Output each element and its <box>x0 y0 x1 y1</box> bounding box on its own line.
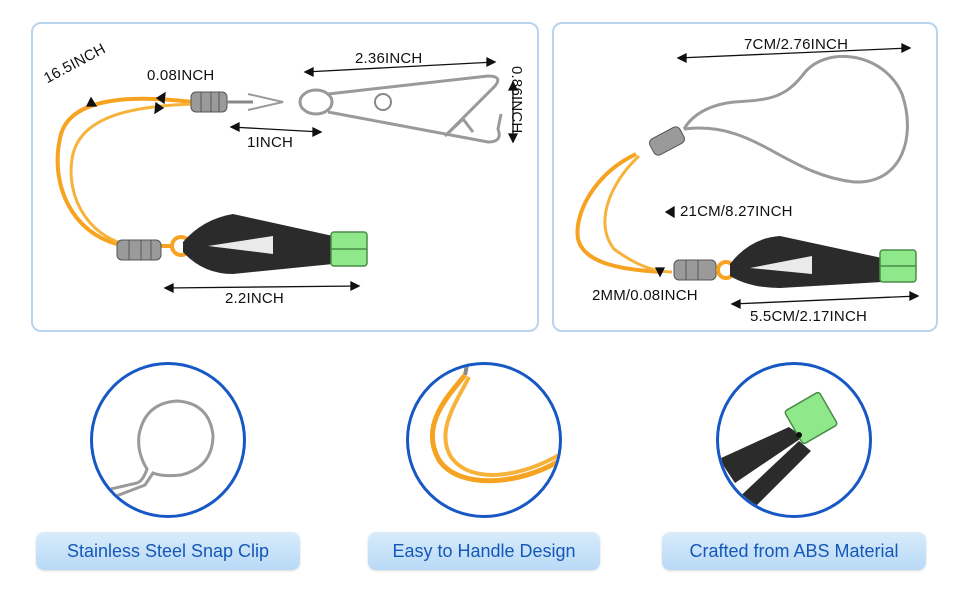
left-product-panel: 16.5INCH 0.08INCH 2.36INCH 0.86INCH 1INC… <box>31 22 539 332</box>
clip-jaw-icon <box>719 391 838 515</box>
right-product-panel: 7CM/2.76INCH 21CM/8.27INCH 2MM/0.08INCH … <box>552 22 938 332</box>
handle-design-feature-label: Easy to Handle Design <box>368 532 600 570</box>
dim-ring-width: 7CM/2.76INCH <box>744 36 849 53</box>
snap-clip-feature-label: Stainless Steel Snap Clip <box>36 532 300 570</box>
snap-ring-icon <box>93 399 215 507</box>
dim-snap-height: 0.86INCH <box>508 66 525 134</box>
dim-cord-diameter: 2MM/0.08INCH <box>592 287 698 304</box>
cord-icon <box>429 365 559 484</box>
dim-cord-length: 21CM/8.27INCH <box>680 203 793 220</box>
snap-clip-feature-circle <box>90 362 246 518</box>
dim-snap-length: 2.36INCH <box>355 50 423 67</box>
dim-clip-length: 2.2INCH <box>225 290 284 307</box>
right-product-illustration <box>575 42 920 310</box>
dim-cord-diameter: 0.08INCH <box>147 67 215 84</box>
abs-material-feature-label: Crafted from ABS Material <box>662 532 926 570</box>
abs-material-feature-circle <box>716 362 872 518</box>
left-product-illustration <box>55 56 519 294</box>
handle-design-feature-circle <box>406 362 562 518</box>
dim-clip-length: 5.5CM/2.17INCH <box>750 308 868 325</box>
dim-swivel-length: 1INCH <box>247 134 294 151</box>
